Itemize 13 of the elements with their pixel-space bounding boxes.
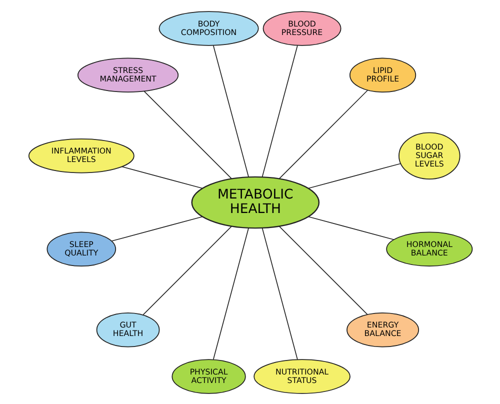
connector: [121, 166, 202, 188]
connector: [308, 216, 394, 240]
connector: [261, 227, 298, 360]
connector: [278, 226, 368, 314]
connector: [261, 44, 298, 177]
connector: [278, 89, 368, 178]
connector: [142, 226, 232, 315]
connector: [212, 44, 248, 177]
connector: [110, 216, 202, 241]
connector: [143, 90, 232, 178]
connector: [308, 162, 400, 188]
node-ellipse: METABOLIC HEALTH: [190, 176, 320, 228]
connector: [212, 227, 248, 360]
